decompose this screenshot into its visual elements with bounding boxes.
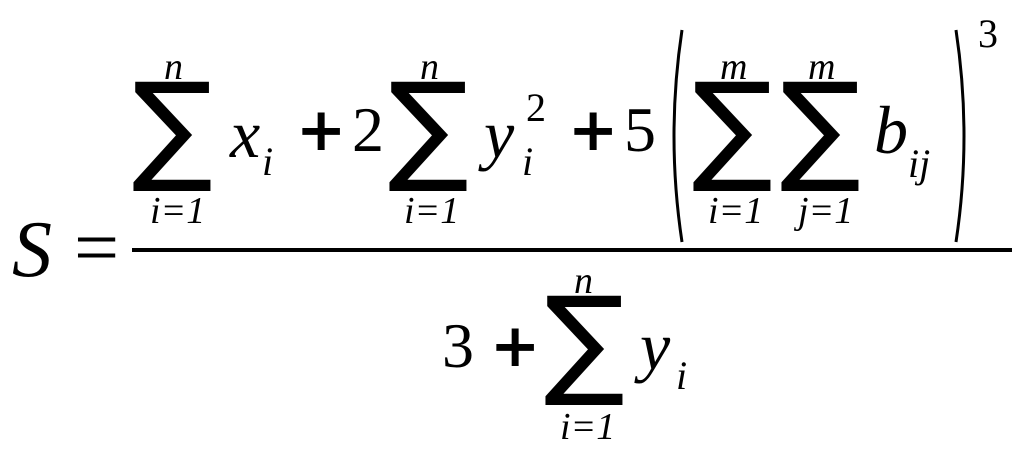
sum3-sigma: ∑ (692, 58, 773, 197)
sum5-body-variable: y (640, 308, 671, 384)
sum4-upper-limit: m (808, 46, 836, 88)
sum2-sigma: ∑ (388, 58, 469, 197)
sum1-upper-limit: n (164, 46, 183, 88)
equals-sign: = (74, 204, 120, 292)
lhs-variable: S (12, 206, 52, 294)
coefficient-2: 2 (352, 94, 384, 165)
plus-sign-2: + (568, 95, 619, 165)
sum1-sigma: ∑ (132, 58, 213, 197)
left-parenthesis (672, 29, 684, 243)
sum2-upper-limit: n (420, 46, 439, 88)
sum5-lower-limit: i=1 (560, 406, 616, 448)
sum4-sigma: ∑ (780, 58, 861, 197)
sum3-lower-limit: i=1 (708, 190, 764, 232)
sum4-body-subscript: ij (908, 141, 931, 186)
sum2-body-variable: y (484, 96, 515, 172)
sum4-body-variable: b (874, 92, 908, 168)
sum3-upper-limit: m (720, 46, 748, 88)
sum2-body-superscript: 2 (526, 85, 546, 130)
sum4-lower-limit: j=1 (798, 190, 854, 232)
denominator-constant: 3 (442, 310, 474, 381)
sum1-body-variable: x (230, 96, 261, 172)
sum1-lower-limit: i=1 (150, 190, 206, 232)
sum5-upper-limit: n (574, 260, 593, 302)
right-parenthesis (954, 29, 966, 243)
sum2-body-subscript: i (522, 139, 534, 184)
sum1-body-subscript: i (262, 139, 274, 184)
outer-exponent: 3 (978, 11, 998, 56)
fraction-bar (132, 248, 1012, 252)
plus-sign-1: + (296, 95, 347, 165)
sum2-lower-limit: i=1 (404, 190, 460, 232)
coefficient-5: 5 (624, 94, 656, 165)
denominator-plus-sign: + (490, 311, 541, 381)
sum5-sigma: ∑ (544, 272, 625, 411)
sum5-body-subscript: i (676, 353, 688, 398)
